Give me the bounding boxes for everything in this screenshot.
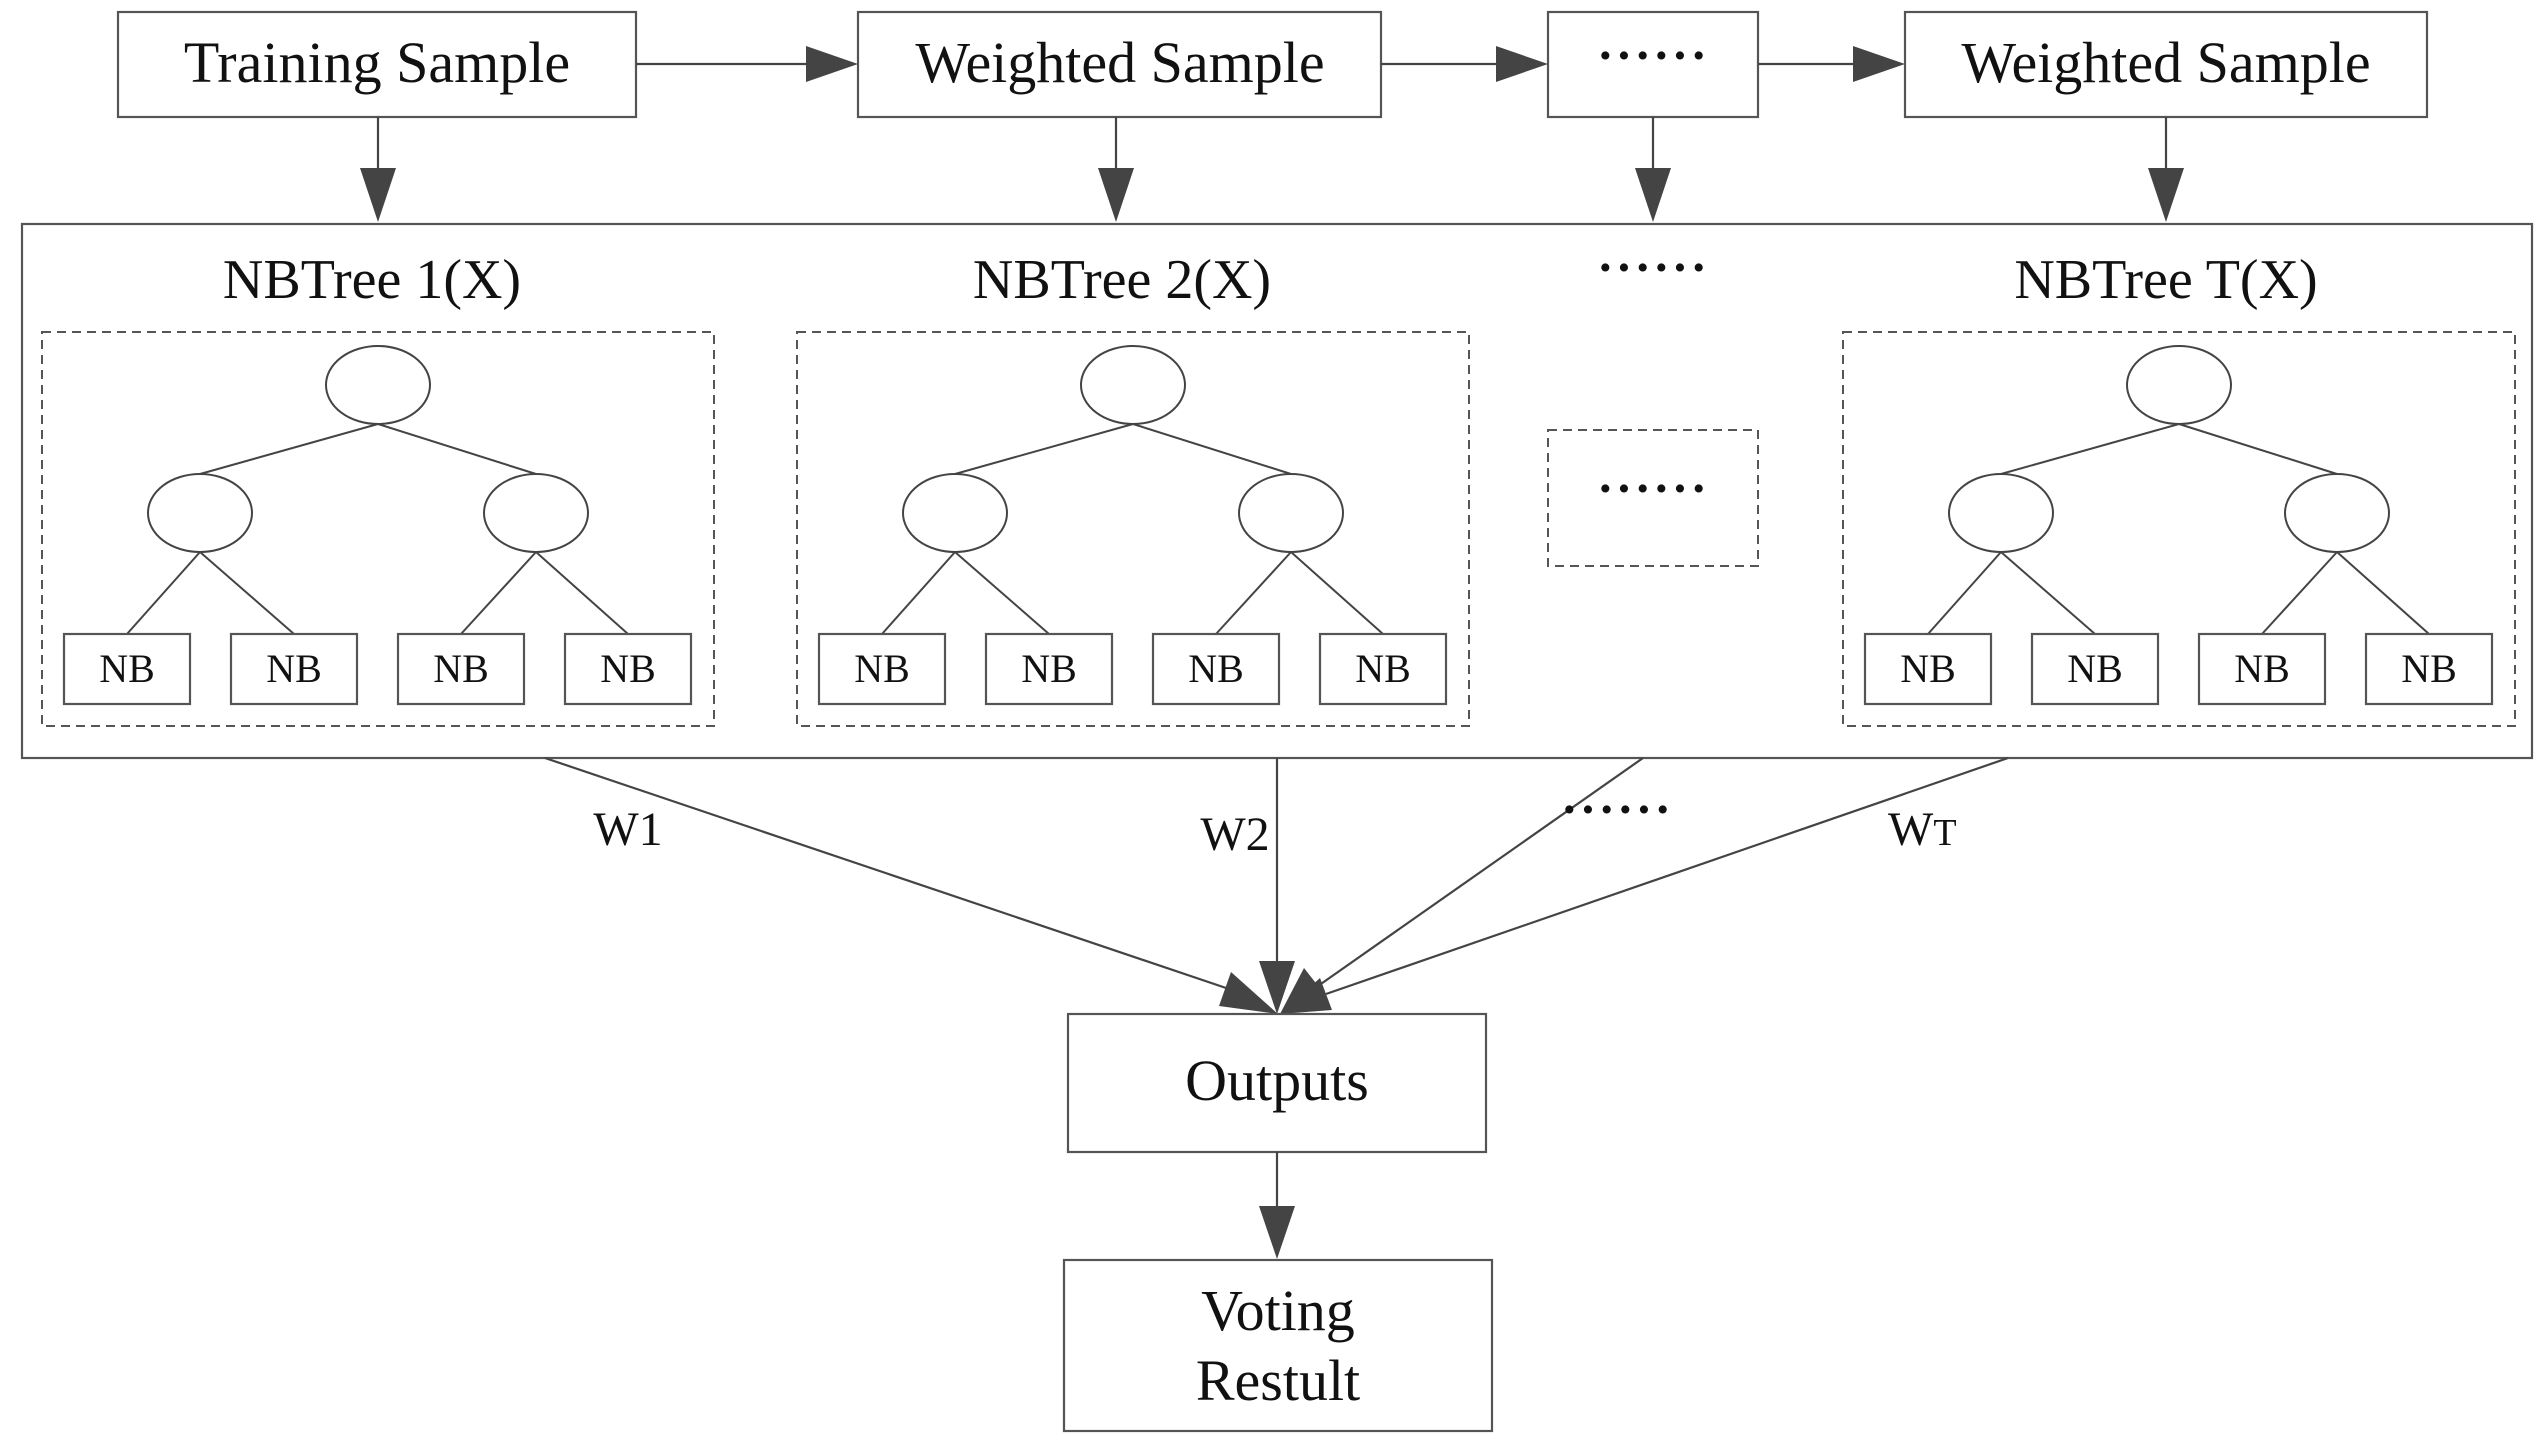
- tree-edge: [199, 551, 295, 635]
- weight-label-wt: WT: [1888, 803, 1957, 856]
- tree-ellipsis-box: ······: [1547, 429, 1759, 567]
- nb-leaf-label: NB: [2234, 646, 2290, 691]
- tree-title-ellipsis: ······: [1597, 239, 1709, 295]
- tree-edge: [954, 551, 1050, 635]
- voting-label-line2: Restult: [1196, 1348, 1360, 1413]
- tree-edge: [126, 551, 201, 635]
- tree-internal-node: [902, 473, 1008, 553]
- nb-leaf-label: NB: [99, 646, 155, 691]
- sample-box-training: Training Sample: [116, 10, 638, 119]
- voting-label-line1: Voting: [1201, 1278, 1355, 1343]
- sample-arrows: [636, 46, 1905, 82]
- arrow-head: [806, 46, 858, 82]
- tree-internal-node: [147, 473, 253, 553]
- tree-root-node: [2126, 345, 2232, 425]
- tree-root-node: [325, 345, 431, 425]
- tree-internal-node: [483, 473, 589, 553]
- arrow-head: [1219, 972, 1278, 1014]
- sample-box-weighted-2: Weighted Sample: [856, 10, 1383, 119]
- tree-frame: [1842, 331, 2516, 727]
- nb-leaf-label: NB: [854, 646, 910, 691]
- nb-leaf-label: NB: [1188, 646, 1244, 691]
- weight-label-w1: W1: [593, 803, 662, 856]
- tree-root-node: [1080, 345, 1186, 425]
- tree-edge: [2336, 551, 2430, 635]
- tree-edge: [881, 551, 956, 635]
- outputs-to-voting-arrow: [1259, 1152, 1295, 1259]
- arrow-head: [1280, 968, 1326, 1014]
- tree-edge: [1215, 551, 1292, 635]
- nb-leaf: NB: [229, 632, 359, 706]
- nb-leaf-label: NB: [266, 646, 322, 691]
- voting-result-box: Voting Restult: [1062, 1258, 1494, 1433]
- nb-leaf: NB: [2030, 632, 2160, 706]
- nbtree-t: NB NB NB NB: [1842, 331, 2516, 727]
- sample-label: Training Sample: [184, 30, 570, 95]
- tree-frame: [796, 331, 1470, 727]
- nb-leaf: NB: [1318, 632, 1448, 706]
- nb-leaf: NB: [563, 632, 693, 706]
- nb-leaf-label: NB: [1900, 646, 1956, 691]
- nb-leaf-label: NB: [2401, 646, 2457, 691]
- nb-leaf-label: NB: [600, 646, 656, 691]
- tree-edge: [1132, 423, 1292, 475]
- sample-label: Weighted Sample: [915, 30, 1324, 95]
- tree-edge: [460, 551, 537, 635]
- outputs-label: Outputs: [1185, 1048, 1369, 1113]
- nbtree-2: NB NB NB NB: [796, 331, 1470, 727]
- tree-internal-node: [1948, 473, 2054, 553]
- sample-label: Weighted Sample: [1961, 30, 2370, 95]
- tree-edge: [2000, 423, 2180, 475]
- tree-title-1: NBTree 1(X): [223, 249, 521, 311]
- tree-edge: [954, 423, 1134, 475]
- tree-edge: [2000, 551, 2096, 635]
- sample-box-ellipsis: ······: [1546, 10, 1760, 119]
- ellipsis-text: ······: [1597, 27, 1709, 83]
- nb-leaf: NB: [396, 632, 526, 706]
- nb-leaf: NB: [817, 632, 947, 706]
- nb-leaf: NB: [62, 632, 192, 706]
- nb-leaf-label: NB: [1355, 646, 1411, 691]
- outputs-box: Outputs: [1066, 1012, 1488, 1154]
- arrow-head: [1098, 168, 1134, 222]
- tree-edge: [377, 423, 537, 475]
- tree-edge: [1290, 551, 1384, 635]
- weight-label-w2: W2: [1200, 808, 1269, 861]
- nb-leaf: NB: [2197, 632, 2327, 706]
- sample-box-weighted-t: Weighted Sample: [1903, 10, 2429, 119]
- arrow-head: [1853, 46, 1905, 82]
- tree-edge: [535, 551, 629, 635]
- nb-leaf-label: NB: [2067, 646, 2123, 691]
- tree-edge: [199, 423, 379, 475]
- nbtree-1: NB NB NB NB: [41, 331, 715, 727]
- arrow-head: [1280, 978, 1332, 1014]
- nb-leaf-label: NB: [1021, 646, 1077, 691]
- tree-edge: [2261, 551, 2338, 635]
- arrow-head: [1496, 46, 1548, 82]
- nb-leaf: NB: [1151, 632, 1281, 706]
- arrow-head: [1259, 1206, 1295, 1259]
- tree-title-2: NBTree 2(X): [973, 249, 1271, 311]
- arrow-head: [360, 168, 396, 222]
- tree-internal-node: [2284, 473, 2390, 553]
- arrow-head: [1259, 961, 1295, 1014]
- nb-leaf: NB: [2364, 632, 2494, 706]
- tree-frame: [41, 331, 715, 727]
- nb-leaf: NB: [984, 632, 1114, 706]
- nb-leaf-label: NB: [433, 646, 489, 691]
- arrow-head: [1635, 168, 1671, 222]
- weight-label-ellipsis: ······: [1561, 781, 1673, 837]
- ellipsis-text: ······: [1597, 460, 1709, 516]
- sample-to-tree-arrows: [360, 117, 2184, 222]
- tree-edge: [2178, 423, 2338, 475]
- weight-arrows: [544, 756, 2009, 1014]
- tree-edge: [1927, 551, 2002, 635]
- tree-internal-node: [1238, 473, 1344, 553]
- tree-title-t: NBTree T(X): [2014, 249, 2317, 311]
- arrow-head: [2148, 168, 2184, 222]
- nb-leaf: NB: [1863, 632, 1993, 706]
